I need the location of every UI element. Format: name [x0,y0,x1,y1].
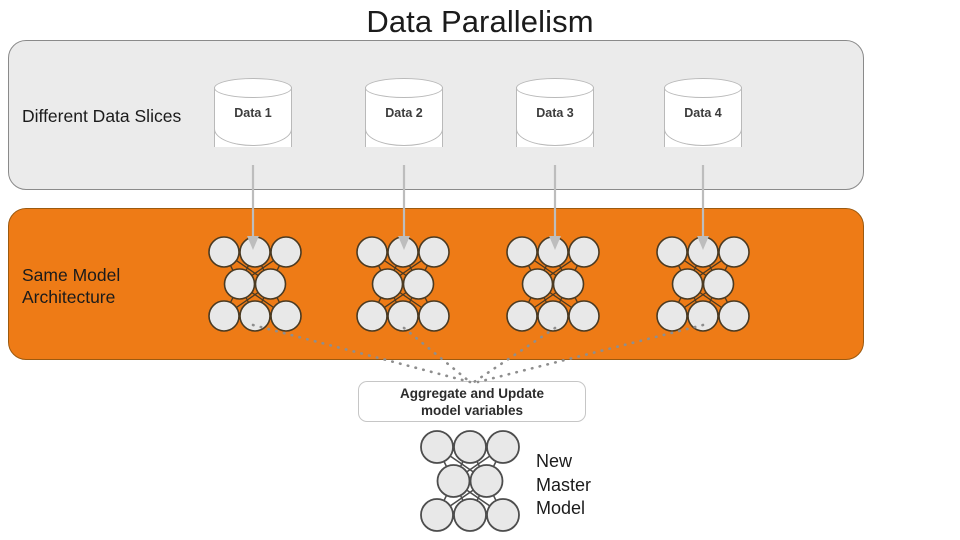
worker-network-1[interactable] [208,236,302,332]
data-cylinder-1[interactable]: Data 1 [214,78,292,156]
worker-network-2[interactable] [356,236,450,332]
data-cylinder-label: Data 1 [234,106,272,120]
cylinder-top [214,78,292,98]
page-title: Data Parallelism [366,4,594,39]
data-cylinder-3[interactable]: Data 3 [516,78,594,156]
data-cylinder-4[interactable]: Data 4 [664,78,742,156]
worker-network-3[interactable] [506,236,600,332]
data-cylinder-label: Data 3 [536,106,574,120]
data-cylinder-label: Data 2 [385,106,423,120]
cylinder-top [664,78,742,98]
cylinder-top [516,78,594,98]
worker-network-4[interactable] [656,236,750,332]
model-architecture-label: Same Model Architecture [22,265,121,307]
aggregate-update-box[interactable]: Aggregate and Update model variables [358,381,586,422]
cylinder-top [365,78,443,98]
data-slices-label: Different Data Slices [22,106,182,126]
data-cylinder-2[interactable]: Data 2 [365,78,443,156]
master-network[interactable] [420,430,520,532]
master-model-label: New Master Model [536,451,592,518]
data-cylinder-label: Data 4 [684,106,722,120]
